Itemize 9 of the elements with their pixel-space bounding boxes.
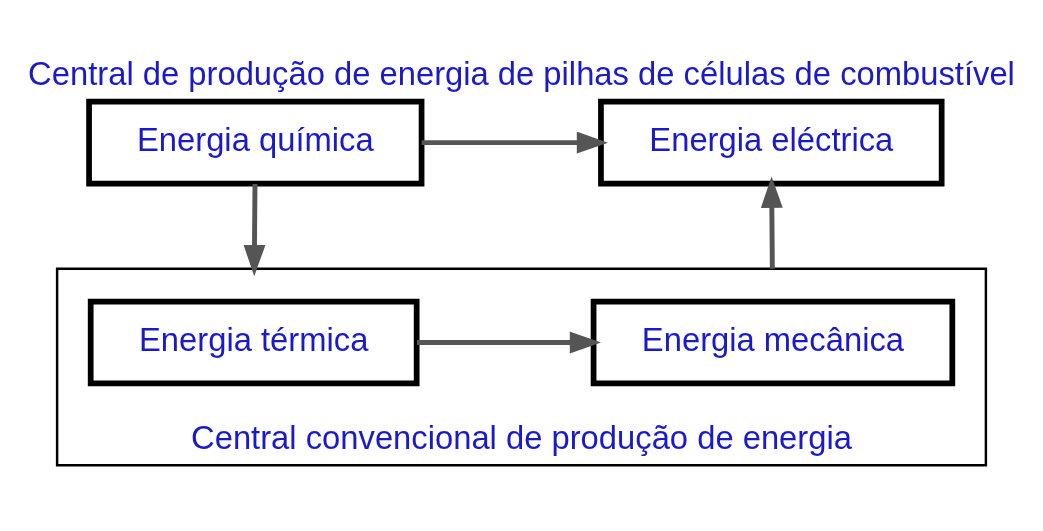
node-box: Energia mecânica — [590, 298, 956, 387]
arrow — [760, 176, 783, 269]
node-box: Energia química — [86, 98, 425, 187]
arrow — [421, 131, 608, 154]
diagram-title: Central de produção de energia de pilhas de células de combustível — [28, 55, 1015, 93]
node-box: Energia térmica — [87, 298, 420, 387]
arrow — [416, 331, 601, 354]
arrow — [243, 184, 266, 277]
node-box: Energia eléctrica — [598, 98, 945, 187]
